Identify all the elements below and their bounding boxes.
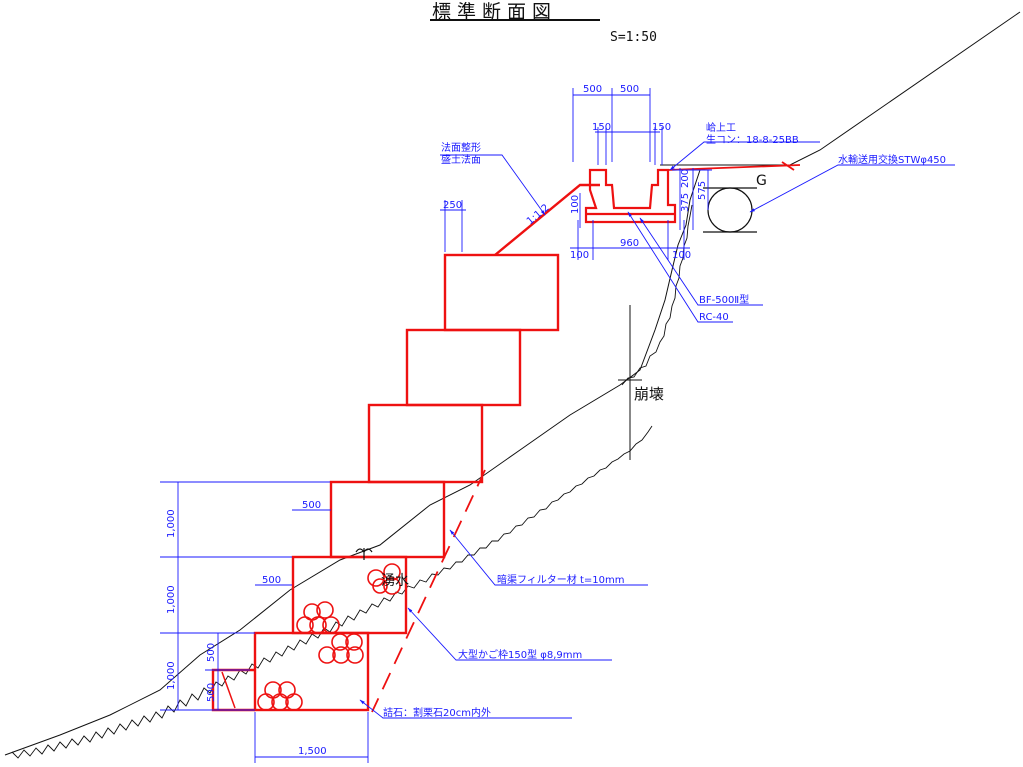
note-gutter-work: 峆上工 [706,121,736,134]
dim-100-a: 100 [570,250,589,261]
note-filter: 暗渠フィルター材 t=10mm [497,573,625,586]
collapse-marker [618,305,642,460]
dim-100-v: 100 [570,195,581,214]
fill-stones [257,563,401,711]
title-underline [430,19,600,21]
drawing-title: 標準断面図 [432,1,558,23]
dim-200: 200 [680,169,691,188]
dim-150-a: 150 [592,122,611,133]
note-slope-shaping: 法面整形 [441,141,481,154]
gabion-block-2 [405,328,522,407]
spring-label: 湧水 [381,573,409,589]
toe-hatch [221,671,236,709]
note-fill-stone: 詰石：割栗石20cm内外 [383,706,491,719]
dim-1000-a: 1,000 [166,509,177,538]
water-pipe [703,187,757,233]
upper-ground-line [660,11,1021,166]
dim-500-v2: 500 [206,683,217,702]
dim-250: 250 [443,200,462,211]
ground-line [4,169,701,756]
filter-dashed [371,469,486,713]
note-water-pipe: 水輸送用交換STWφ450 [838,153,946,166]
note-concrete: 生コン：18-8-25BB [706,133,799,146]
dim-100-b: 100 [672,250,691,261]
dim-1000-c: 1,000 [166,661,177,690]
top-red-line [667,161,801,171]
note-base: RC-40 [699,312,729,323]
dim-1500: 1,500 [298,746,327,757]
dimension-lines [160,88,712,763]
gabion-block-1 [443,253,560,332]
gabion-structure [211,183,600,712]
scale-label: S=1:50 [610,30,657,45]
dim-575: 575 [697,181,708,200]
g-label: G [756,173,767,189]
note-fill-slope: 盛土法面 [441,153,481,166]
note-gabion: 大型かご枠150型 φ8,9mm [458,648,582,661]
dim-150-b: 150 [652,122,671,133]
dim-500-a: 500 [583,84,602,95]
note-gutter-type: BF-500Ⅱ型 [699,293,749,306]
dim-500-b: 500 [620,84,639,95]
ground-scallops [11,425,653,759]
gabion-block-3 [367,403,484,484]
ground-profile [4,11,1021,759]
slope-fill-line [494,183,600,256]
leader-lines [359,141,955,719]
dim-375: 375 [680,193,691,212]
dim-1000-b: 1,000 [166,585,177,614]
gabion-block-4 [329,480,446,559]
dim-960: 960 [620,238,639,249]
collapse-label: 崩壊 [634,385,664,403]
dim-500-mid: 500 [302,500,321,511]
gabion-block-6 [253,631,370,712]
dim-500-v1: 500 [206,643,217,662]
spring-symbol [355,548,373,560]
dim-500-low: 500 [262,575,281,586]
slip-scallops [621,204,693,386]
u-gutter [584,168,677,224]
